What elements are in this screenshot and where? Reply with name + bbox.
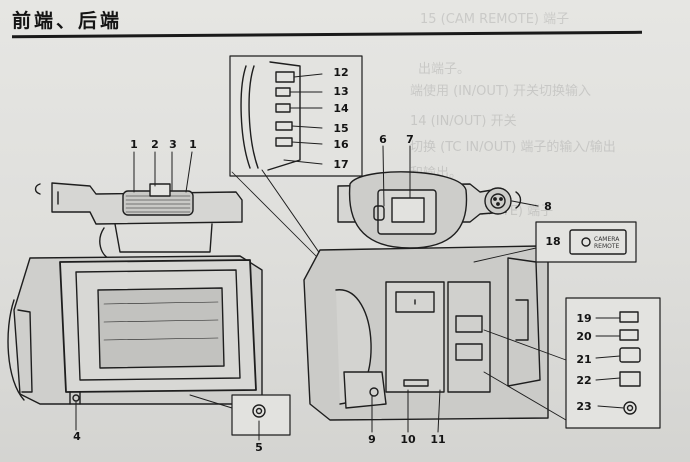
section-title: 前端、后端 bbox=[12, 10, 123, 32]
callout-1: 1 bbox=[130, 138, 138, 151]
ghost-text: 14 (IN/OUT) 开关 bbox=[410, 114, 517, 129]
callout-20: 20 bbox=[576, 330, 592, 343]
callout-10: 10 bbox=[400, 433, 416, 446]
callout-14: 14 bbox=[333, 102, 349, 115]
callout-22: 22 bbox=[576, 374, 592, 387]
callout-15: 15 bbox=[333, 122, 349, 135]
callout-23: 23 bbox=[576, 400, 592, 413]
callout-8: 8 bbox=[544, 200, 552, 213]
ghost-text: 切换 (TC IN/OUT) 端子的输入/输出 bbox=[410, 140, 616, 155]
callout-3: 3 bbox=[169, 138, 177, 151]
rear-view bbox=[303, 145, 661, 433]
ghost-text: 15 (CAM REMOTE) 端子 bbox=[420, 12, 570, 27]
callout-11: 11 bbox=[430, 433, 446, 446]
ghost-text: 端使用 (IN/OUT) 开关切换输入 bbox=[410, 84, 592, 99]
callout-18: 18 bbox=[545, 235, 561, 248]
callout-1-right: 1 bbox=[189, 138, 197, 151]
callout-7: 7 bbox=[406, 133, 414, 146]
callout-6: 6 bbox=[379, 133, 387, 146]
callout-12: 12 bbox=[333, 66, 349, 79]
callout-2: 2 bbox=[151, 138, 159, 151]
front-view bbox=[7, 151, 291, 441]
ghost-text: 出端子。 bbox=[418, 62, 471, 77]
callout-5: 5 bbox=[255, 441, 263, 454]
camera-remote-label: CAMERA REMOTE bbox=[594, 236, 620, 250]
callout-9: 9 bbox=[368, 433, 376, 446]
callout-13: 13 bbox=[333, 85, 349, 98]
callout-4: 4 bbox=[73, 430, 81, 443]
callout-19: 19 bbox=[576, 312, 592, 325]
callout-17: 17 bbox=[333, 158, 349, 171]
callout-21: 21 bbox=[576, 353, 592, 366]
callout-16: 16 bbox=[333, 138, 349, 151]
